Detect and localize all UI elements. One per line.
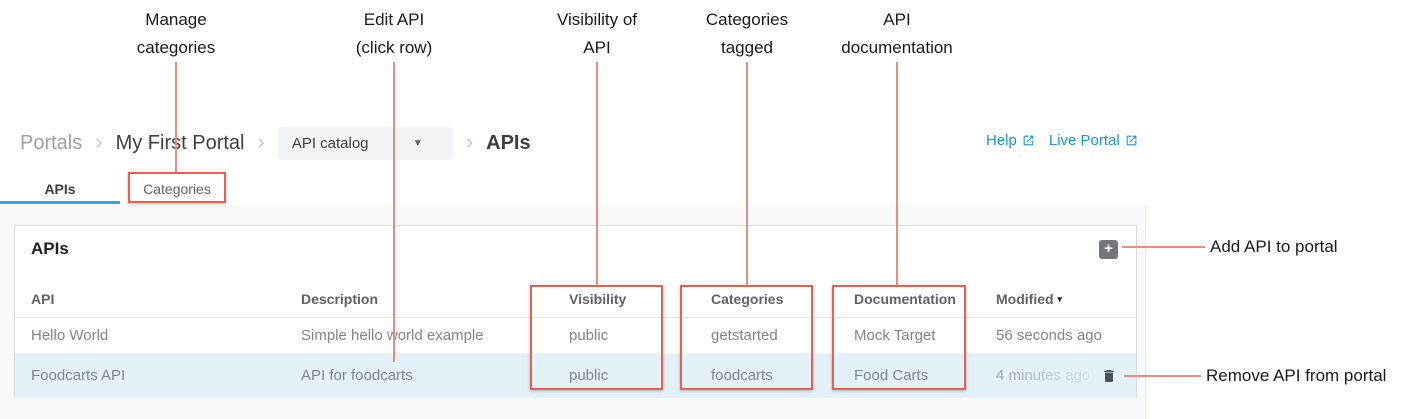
column-header-description: Description (301, 291, 379, 307)
callout-line-remove-api (1124, 375, 1201, 377)
callout-line: Visibility of (557, 10, 637, 29)
tab-bar: APIs Categories (0, 170, 1146, 205)
callout-line: tagged (721, 38, 773, 57)
api-catalog-dropdown[interactable]: API catalog ▼ (277, 126, 453, 160)
callout-remove-api-from-portal: Remove API from portal (1206, 366, 1387, 385)
active-tab-underline (0, 201, 120, 204)
tab-apis[interactable]: APIs (44, 181, 76, 197)
callout-visibility-of-api: Visibility of API (497, 6, 697, 62)
chevron-right-icon: › (465, 128, 474, 154)
breadcrumb-portal-name-link[interactable]: My First Portal (115, 131, 245, 154)
external-link-icon (1125, 134, 1138, 147)
cell-categories: getstarted (711, 327, 778, 344)
cell-categories: foodcarts (711, 367, 773, 384)
callout-line: API (583, 38, 611, 57)
column-header-categories: Categories (711, 291, 784, 307)
apis-panel: APIs + API Description Visibility Catego… (14, 225, 1137, 398)
callout-box-visibility-column (530, 285, 663, 390)
callout-line: Manage (145, 10, 207, 29)
callout-api-documentation: API documentation (797, 6, 997, 62)
table-row-foodcarts-api[interactable]: Foodcarts API API for foodcarts public f… (15, 354, 1136, 398)
help-link-label: Help (986, 132, 1017, 149)
chevron-right-icon: › (257, 128, 265, 154)
breadcrumb-current-page: APIs (486, 131, 531, 154)
callout-box-documentation-column (832, 285, 966, 390)
cell-description: API for foodcarts (301, 367, 413, 384)
cell-visibility: public (569, 327, 609, 344)
cell-description: Simple hello world example (301, 327, 484, 344)
callout-box-categories-column (680, 285, 813, 390)
column-header-documentation: Documentation (854, 291, 956, 307)
callout-manage-categories: Manage categories (76, 6, 276, 62)
help-link[interactable]: Help (986, 132, 1035, 149)
chevron-down-icon: ▼ (412, 137, 423, 149)
callout-line: Edit API (363, 10, 425, 29)
callout-line: API (883, 10, 911, 29)
table-header-row: API Description Visibility Categories Do… (15, 280, 1136, 318)
callout-line-manage-categories (175, 62, 177, 172)
callout-add-api-to-portal: Add API to portal (1210, 237, 1338, 256)
external-link-icon (1022, 134, 1035, 147)
callout-line: (click row) (355, 38, 433, 57)
cell-documentation: Mock Target (854, 327, 936, 344)
live-portal-link-label: Live Portal (1048, 132, 1120, 149)
callout-edit-api: Edit API (click row) (294, 6, 494, 62)
column-header-visibility: Visibility (569, 291, 627, 307)
api-catalog-dropdown-value: API catalog (291, 134, 369, 152)
callout-line-add-api (1122, 246, 1205, 248)
cell-api: Foodcarts API (31, 367, 126, 384)
cell-api: Hello World (31, 327, 109, 344)
column-header-modified[interactable]: Modified▾ (996, 280, 1062, 318)
cell-visibility: public (569, 367, 609, 384)
trash-icon[interactable] (1101, 367, 1117, 385)
table-row-hello-world[interactable]: Hello World Simple hello world example p… (15, 318, 1136, 354)
add-api-button[interactable]: + (1099, 240, 1118, 259)
callout-line: categories (136, 38, 216, 57)
callout-line: Categories (705, 10, 789, 29)
breadcrumb-portals-link[interactable]: Portals (20, 131, 83, 154)
callout-line-edit-api (393, 62, 395, 362)
column-header-api: API (31, 291, 55, 307)
callout-categories-tagged: Categories tagged (647, 6, 847, 62)
callout-line-categories (746, 62, 748, 285)
callout-line-documentation (896, 62, 898, 285)
panel-title: APIs (31, 239, 69, 258)
column-header-modified-label: Modified (996, 291, 1054, 307)
live-portal-link[interactable]: Live Portal (1049, 132, 1138, 149)
callout-box-categories-tab (128, 172, 226, 203)
tab-categories[interactable]: Categories (143, 181, 211, 197)
cell-documentation: Food Carts (854, 367, 929, 384)
callout-line-visibility (596, 62, 598, 285)
callout-line: documentation (841, 38, 953, 57)
top-links: Help Live Portal (986, 132, 1138, 149)
sort-descending-icon: ▾ (1057, 294, 1063, 304)
chevron-right-icon: › (95, 128, 103, 154)
cell-modified: 4 minutes ago (996, 367, 1091, 384)
cell-modified: 56 seconds ago (996, 327, 1102, 344)
breadcrumb: Portals › My First Portal › API catalog … (20, 126, 531, 160)
